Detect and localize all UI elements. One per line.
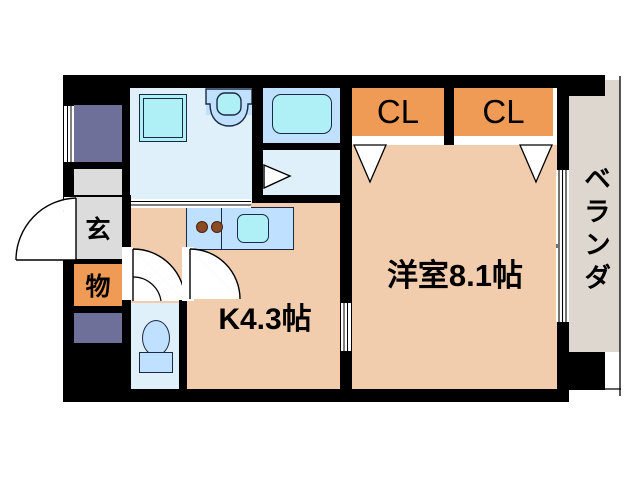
closet-right-door-fold[interactable]	[518, 144, 556, 184]
toilet-door[interactable]	[186, 247, 244, 303]
kitchen-door-opening	[122, 247, 133, 301]
closet-right-door-track	[456, 136, 553, 145]
wall-toilet-right	[179, 300, 187, 389]
stove-burner-1	[196, 221, 208, 233]
outer-wall-top	[63, 75, 569, 88]
main-room-floor	[352, 145, 557, 389]
closet-left-door-fold[interactable]	[352, 144, 390, 184]
wall-room-right-upper	[557, 75, 569, 170]
entrance-step	[74, 169, 122, 195]
stove-burner-2	[211, 221, 223, 233]
wall-room-right-lower	[557, 322, 569, 402]
entrance-label: 玄	[85, 216, 111, 244]
veranda-window[interactable]	[556, 170, 569, 322]
closet-left[interactable]	[352, 88, 444, 136]
kitchen-sink	[237, 214, 269, 243]
room-window-left	[341, 303, 351, 351]
kitchen-bath-partition	[131, 199, 251, 208]
veranda-outline-bottom	[569, 388, 621, 390]
closet-left-label: CL	[376, 93, 420, 130]
veranda-top-extension	[605, 80, 620, 100]
room-window-left-glass	[343, 303, 348, 351]
window-ps-upper-glass	[67, 106, 72, 162]
closet-left-door-track	[354, 136, 444, 145]
outer-wall-bottom	[63, 389, 569, 402]
wall-kitchen-room	[340, 203, 352, 402]
veranda-label: ベランダ	[580, 164, 610, 296]
storage-label: 物	[85, 273, 111, 301]
storage-closet	[74, 264, 122, 306]
closet-right[interactable]	[454, 88, 553, 136]
toilet-tank	[139, 352, 173, 373]
bathtub-inner	[143, 98, 183, 138]
pipe-shaft-lower	[74, 313, 122, 343]
wall-washroom-mid	[263, 143, 340, 150]
veranda-area	[569, 96, 620, 352]
washbasin	[205, 88, 253, 127]
kitchen-bath-partition-lines	[131, 201, 251, 206]
veranda-wall-bottom	[569, 352, 605, 390]
pipe-shaft-upper	[74, 105, 122, 162]
entrance-floor	[74, 197, 122, 259]
kitchen-label: K4.3帖	[218, 303, 312, 336]
window-ps-upper	[64, 106, 74, 162]
kitchen-door[interactable]	[125, 247, 187, 305]
wall-entry-kitchen	[122, 195, 131, 247]
wall-toilet-left	[122, 300, 131, 389]
washroom-door-arrow[interactable]	[262, 163, 294, 191]
toilet-bowl	[142, 320, 170, 356]
wall-between-closets	[444, 75, 454, 145]
entrance-door[interactable]	[8, 196, 80, 262]
veranda-wall-top	[569, 75, 605, 96]
main-room-label: 洋室8.1帖	[386, 257, 524, 293]
closet-right-label: CL	[482, 93, 525, 130]
wall-bath-washroom	[252, 75, 263, 203]
wall-washroom-right	[340, 75, 352, 205]
veranda-outline	[619, 76, 621, 396]
washing-machine-pan	[272, 94, 332, 134]
